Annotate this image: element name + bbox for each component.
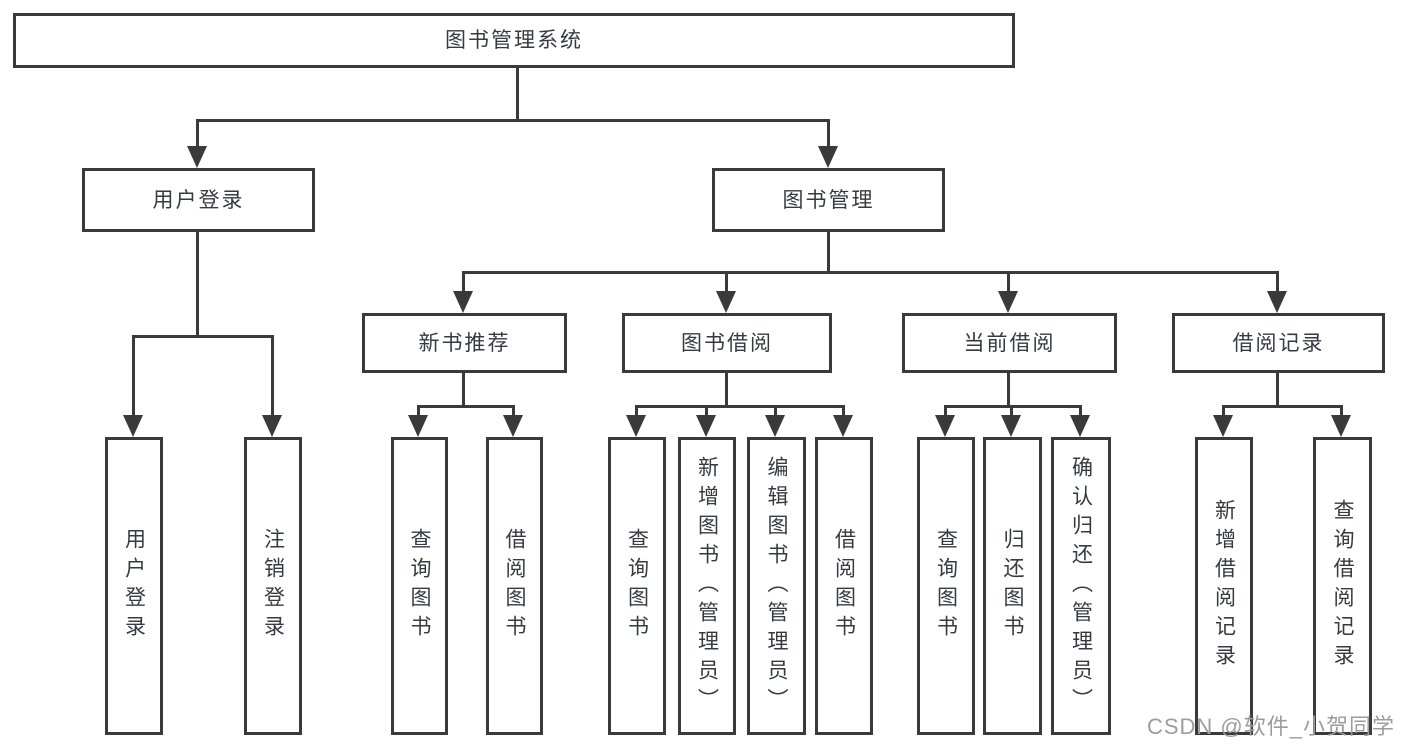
node-label: 图书借阅 bbox=[681, 331, 773, 355]
arrowhead-icon bbox=[765, 415, 785, 437]
csdn-watermark: CSDN @软件_小贺同学 bbox=[1146, 714, 1395, 739]
node-label: 借阅图书 bbox=[503, 528, 526, 644]
arrow-stem bbox=[842, 405, 845, 423]
connector-user-login-stem bbox=[196, 230, 199, 338]
node-library-management-system: 图书管理系统 bbox=[13, 13, 1015, 68]
connector-book-borrow-stem bbox=[725, 371, 728, 408]
leaf-edit-book-admin: 编辑图书（管理员） bbox=[747, 437, 806, 735]
arrow-stem bbox=[827, 119, 830, 155]
connector-borrow-records-stem bbox=[1276, 371, 1279, 408]
node-borrowing-records: 借阅记录 bbox=[1172, 313, 1385, 373]
arrow-stem bbox=[1010, 405, 1013, 423]
arrow-stem bbox=[271, 335, 274, 423]
node-label: 新增借阅记录 bbox=[1212, 499, 1236, 673]
arrow-stem bbox=[196, 119, 199, 155]
arrowhead-icon bbox=[696, 415, 716, 437]
leaf-query-borrowing-record: 查询借阅记录 bbox=[1313, 437, 1372, 735]
arrowhead-icon bbox=[123, 415, 143, 437]
node-label: 确认归还（管理员） bbox=[1069, 455, 1093, 717]
node-label: 用户登录 bbox=[122, 528, 146, 644]
arrowhead-icon bbox=[1213, 415, 1233, 437]
arrow-stem bbox=[1340, 405, 1343, 423]
node-label: 查询图书 bbox=[625, 528, 649, 644]
arrowhead-icon bbox=[1070, 415, 1090, 437]
arrow-stem bbox=[1276, 271, 1279, 299]
arrow-stem bbox=[774, 405, 777, 423]
arrow-stem bbox=[462, 271, 465, 299]
arrow-stem bbox=[1007, 271, 1010, 299]
leaf-confirm-return-admin: 确认归还（管理员） bbox=[1051, 437, 1111, 735]
leaf-user-login: 用户登录 bbox=[105, 437, 163, 735]
arrow-stem bbox=[1222, 405, 1225, 423]
leaf-add-book-admin: 新增图书（管理员） bbox=[678, 437, 736, 735]
node-label: 图书管理 bbox=[782, 188, 875, 212]
node-label: 借阅图书 bbox=[832, 528, 856, 644]
arrow-stem bbox=[417, 405, 420, 423]
connector-login-children-bus bbox=[132, 335, 274, 338]
arrow-stem bbox=[725, 271, 728, 299]
leaf-query-books-under-current: 查询图书 bbox=[917, 437, 975, 735]
arrow-stem bbox=[1079, 405, 1082, 423]
node-label: 当前借阅 bbox=[963, 331, 1056, 355]
arrowhead-icon bbox=[716, 291, 736, 313]
arrowhead-icon bbox=[503, 415, 523, 437]
arrowhead-icon bbox=[187, 146, 207, 168]
connector-records-children-bus bbox=[1222, 405, 1342, 408]
node-label: 查询图书 bbox=[934, 528, 958, 644]
arrow-stem bbox=[132, 335, 135, 423]
connector-book-mgmt-stem bbox=[827, 230, 830, 274]
node-new-book-recommendation: 新书推荐 bbox=[362, 313, 567, 373]
arrowhead-icon bbox=[1331, 415, 1351, 437]
leaf-query-books-under-borrowing: 查询图书 bbox=[608, 437, 666, 735]
arrow-stem bbox=[512, 405, 515, 423]
arrow-stem bbox=[635, 405, 638, 423]
leaf-borrow-books-under-borrowing: 借阅图书 bbox=[815, 437, 873, 735]
leaf-add-borrowing-record: 新增借阅记录 bbox=[1195, 437, 1253, 735]
arrowhead-icon bbox=[626, 415, 646, 437]
arrowhead-icon bbox=[818, 146, 838, 168]
arrow-stem bbox=[705, 405, 708, 423]
arrowhead-icon bbox=[408, 415, 428, 437]
node-label: 归还图书 bbox=[1001, 528, 1024, 644]
leaf-logout: 注销登录 bbox=[244, 437, 302, 735]
node-label: 新增图书（管理员） bbox=[695, 455, 719, 717]
connector-newbook-children-bus bbox=[417, 405, 515, 408]
arrowhead-icon bbox=[998, 291, 1018, 313]
arrowhead-icon bbox=[1001, 415, 1021, 437]
node-label: 用户登录 bbox=[152, 188, 245, 212]
connector-currentborrow-children-bus bbox=[944, 405, 1082, 408]
connector-root-stem bbox=[516, 66, 519, 122]
node-label: 查询图书 bbox=[408, 528, 431, 644]
node-book-management: 图书管理 bbox=[712, 168, 945, 232]
arrowhead-icon bbox=[1267, 291, 1287, 313]
leaf-query-books-under-recommendation: 查询图书 bbox=[391, 437, 448, 735]
node-user-login: 用户登录 bbox=[82, 168, 315, 232]
connector-new-book-rec-stem bbox=[462, 371, 465, 408]
node-label: 图书管理系统 bbox=[445, 29, 583, 52]
connector-level2-bus bbox=[196, 119, 829, 122]
leaf-return-books: 归还图书 bbox=[983, 437, 1042, 735]
arrowhead-icon bbox=[935, 415, 955, 437]
node-label: 注销登录 bbox=[261, 528, 285, 644]
arrowhead-icon bbox=[833, 415, 853, 437]
connector-mgmt-children-bus bbox=[462, 271, 1279, 274]
arrowhead-icon bbox=[453, 291, 473, 313]
arrow-stem bbox=[944, 405, 947, 423]
leaf-borrow-books-under-recommendation: 借阅图书 bbox=[486, 437, 543, 735]
node-label: 编辑图书（管理员） bbox=[765, 455, 788, 717]
connector-bookborrow-children-bus bbox=[635, 405, 845, 408]
node-current-borrowing: 当前借阅 bbox=[902, 313, 1117, 373]
node-label: 借阅记录 bbox=[1232, 331, 1325, 355]
connector-current-borrow-stem bbox=[1007, 371, 1010, 408]
arrowhead-icon bbox=[262, 415, 282, 437]
node-book-borrowing: 图书借阅 bbox=[622, 313, 832, 373]
node-label: 查询借阅记录 bbox=[1331, 499, 1354, 673]
node-label: 新书推荐 bbox=[418, 331, 511, 355]
